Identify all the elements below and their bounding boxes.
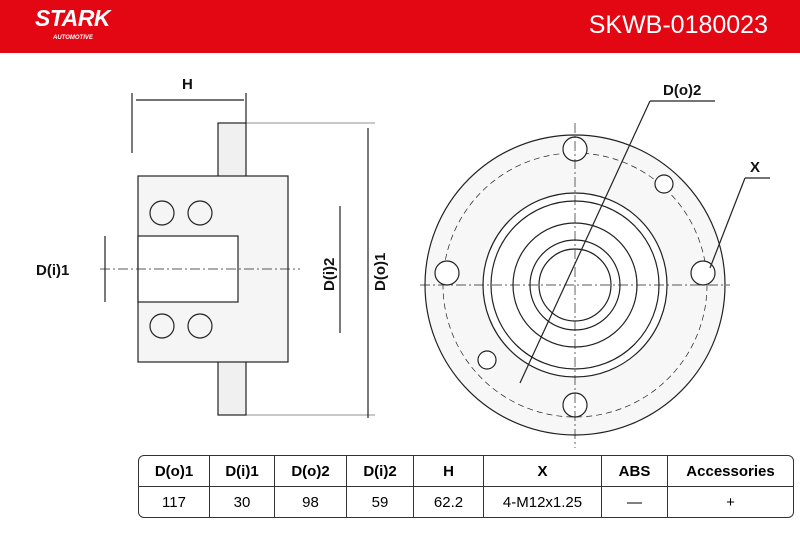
table-header-row: D(o)1 D(i)1 D(o)2 D(i)2 H X ABS Accessor…: [139, 456, 793, 487]
header-cell: D(o)2: [275, 456, 347, 487]
brand-name: STARK: [35, 5, 111, 31]
label-di1: D(i)1: [36, 262, 69, 279]
value-cell: 4-M12x1.25: [484, 487, 602, 517]
value-cell: 117: [139, 487, 210, 517]
specs-table: D(o)1 D(i)1 D(o)2 D(i)2 H X ABS Accessor…: [138, 455, 794, 518]
value-cell: +: [726, 493, 735, 511]
header-cell: D(i)1: [210, 456, 275, 487]
value-cell: 98: [275, 487, 347, 517]
header-cell: D(i)2: [347, 456, 414, 487]
label-di2: D(i)2: [321, 258, 338, 291]
front-view: D(o)2 X: [420, 82, 770, 448]
side-view: H D(i)1 D(i)2 D(o)1: [36, 76, 389, 418]
label-do2: D(o)2: [663, 82, 701, 99]
header-cell: ABS: [602, 456, 668, 487]
header-cell: D(o)1: [139, 456, 210, 487]
value-cell: 62.2: [414, 487, 484, 517]
label-h: H: [182, 76, 193, 93]
header-cell: X: [484, 456, 602, 487]
brand-logo: STARK AUTOMOTIVE: [35, 5, 111, 43]
value-cell: 59: [347, 487, 414, 517]
header-bar: STARK AUTOMOTIVE SKWB-0180023: [0, 0, 800, 53]
part-number: SKWB-0180023: [588, 11, 768, 39]
value-cell: 30: [210, 487, 275, 517]
table-row: 117 30 98 59 62.2 4-M12x1.25 — +: [139, 487, 793, 517]
technical-drawing: H D(i)1 D(i)2 D(o)1 D(o)2 X: [36, 76, 770, 448]
header-cell: Accessories: [668, 456, 793, 487]
label-do1: D(o)1: [372, 253, 389, 291]
brand-sub: AUTOMOTIVE: [53, 35, 93, 41]
label-x: X: [750, 159, 760, 176]
value-cell: —: [602, 487, 668, 517]
header-cell: H: [414, 456, 484, 487]
